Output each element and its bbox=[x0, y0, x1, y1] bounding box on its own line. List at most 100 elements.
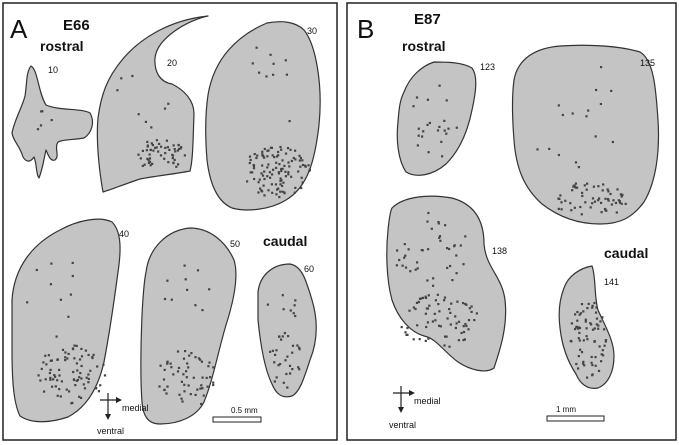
orientation-axes-a: medial ventral bbox=[97, 393, 149, 436]
cell-dot bbox=[448, 345, 451, 348]
cell-dot bbox=[55, 335, 58, 338]
cell-dot bbox=[284, 359, 287, 362]
cell-dot bbox=[274, 353, 277, 356]
cell-dot bbox=[593, 327, 596, 330]
cell-dot bbox=[289, 309, 292, 312]
cell-dot bbox=[475, 312, 478, 315]
cell-dot bbox=[279, 145, 282, 149]
cell-dot bbox=[143, 163, 146, 166]
cell-dot bbox=[586, 376, 589, 379]
cell-dot bbox=[616, 188, 619, 191]
cell-dot bbox=[444, 335, 447, 338]
cell-dot bbox=[176, 370, 180, 373]
cell-dot bbox=[173, 158, 176, 161]
cell-dot bbox=[301, 163, 305, 167]
cell-dot bbox=[269, 350, 272, 353]
cell-dot bbox=[80, 364, 83, 368]
cell-dot bbox=[59, 395, 62, 398]
cell-dot bbox=[196, 269, 200, 272]
cell-dot bbox=[75, 344, 78, 347]
section-138 bbox=[386, 195, 507, 372]
cell-dot bbox=[590, 361, 593, 364]
cell-dot bbox=[249, 158, 252, 162]
cell-dot bbox=[609, 192, 612, 196]
cell-dot bbox=[155, 139, 158, 142]
cell-dot bbox=[178, 393, 181, 396]
cell-dot bbox=[151, 162, 154, 165]
cell-dot bbox=[75, 362, 78, 365]
cell-dot bbox=[199, 387, 202, 390]
cell-dot bbox=[261, 190, 264, 193]
cell-dot bbox=[597, 185, 600, 188]
cell-dot bbox=[266, 175, 269, 178]
cell-dot bbox=[598, 345, 601, 348]
cell-dot bbox=[47, 354, 50, 357]
cell-dot bbox=[49, 378, 52, 381]
cell-dot bbox=[424, 296, 428, 299]
cell-dot bbox=[416, 324, 419, 327]
cell-dot bbox=[455, 254, 458, 257]
cell-dot bbox=[281, 159, 284, 162]
cell-dot bbox=[48, 371, 51, 375]
cell-dot bbox=[298, 159, 301, 162]
cell-dot bbox=[470, 310, 473, 313]
cell-dot bbox=[406, 333, 409, 336]
cell-dot bbox=[253, 177, 256, 181]
cell-dot bbox=[297, 170, 300, 173]
cell-dot bbox=[56, 358, 59, 361]
cell-dot bbox=[273, 380, 276, 383]
cell-dot bbox=[267, 163, 270, 166]
cell-dot bbox=[473, 319, 476, 322]
cell-dot bbox=[576, 310, 579, 314]
cell-dot bbox=[87, 353, 90, 357]
cell-dot bbox=[263, 170, 266, 173]
cell-dot bbox=[266, 149, 269, 152]
cell-dot bbox=[598, 197, 601, 200]
cell-dot bbox=[467, 328, 470, 331]
section-number-60: 60 bbox=[304, 264, 314, 274]
cell-dot bbox=[427, 211, 430, 215]
cell-dot bbox=[595, 88, 598, 92]
cell-dot bbox=[287, 335, 290, 338]
cell-dot bbox=[586, 338, 589, 341]
cell-dot bbox=[58, 368, 61, 371]
cell-dot bbox=[443, 119, 446, 122]
cell-dot bbox=[141, 149, 144, 152]
cell-dot bbox=[209, 376, 212, 379]
cell-dot bbox=[282, 181, 285, 184]
cell-dot bbox=[299, 165, 302, 168]
cell-dot bbox=[145, 149, 148, 152]
cell-dot bbox=[182, 357, 186, 360]
cell-dot bbox=[288, 165, 291, 168]
cell-dot bbox=[448, 308, 451, 311]
cell-dot bbox=[577, 326, 580, 329]
section-40 bbox=[11, 218, 121, 423]
cell-dot bbox=[54, 375, 57, 378]
cell-dot bbox=[263, 177, 266, 181]
cell-dot bbox=[570, 340, 573, 343]
cell-dot bbox=[432, 277, 435, 280]
cell-dot bbox=[157, 150, 160, 153]
cell-dot bbox=[582, 310, 585, 313]
section-number-123: 123 bbox=[480, 62, 495, 72]
cell-dot bbox=[120, 77, 123, 80]
cell-dot bbox=[437, 222, 440, 225]
cell-dot bbox=[395, 264, 398, 267]
cell-dot bbox=[414, 307, 417, 311]
cell-dot bbox=[424, 295, 427, 298]
cell-dot bbox=[468, 307, 471, 310]
cell-dot bbox=[296, 344, 299, 347]
cell-dot bbox=[152, 149, 155, 152]
cell-dot bbox=[87, 373, 90, 376]
cell-dot bbox=[261, 174, 265, 177]
cell-dot bbox=[280, 178, 283, 182]
cell-dot bbox=[41, 110, 44, 113]
cell-dot bbox=[49, 359, 52, 362]
cell-dot bbox=[251, 62, 254, 65]
cell-dot bbox=[190, 352, 193, 355]
cell-dot bbox=[248, 155, 252, 158]
cell-dot bbox=[162, 378, 166, 381]
cell-dot bbox=[287, 161, 290, 164]
cell-dot bbox=[600, 211, 603, 214]
cell-dot bbox=[277, 150, 280, 154]
